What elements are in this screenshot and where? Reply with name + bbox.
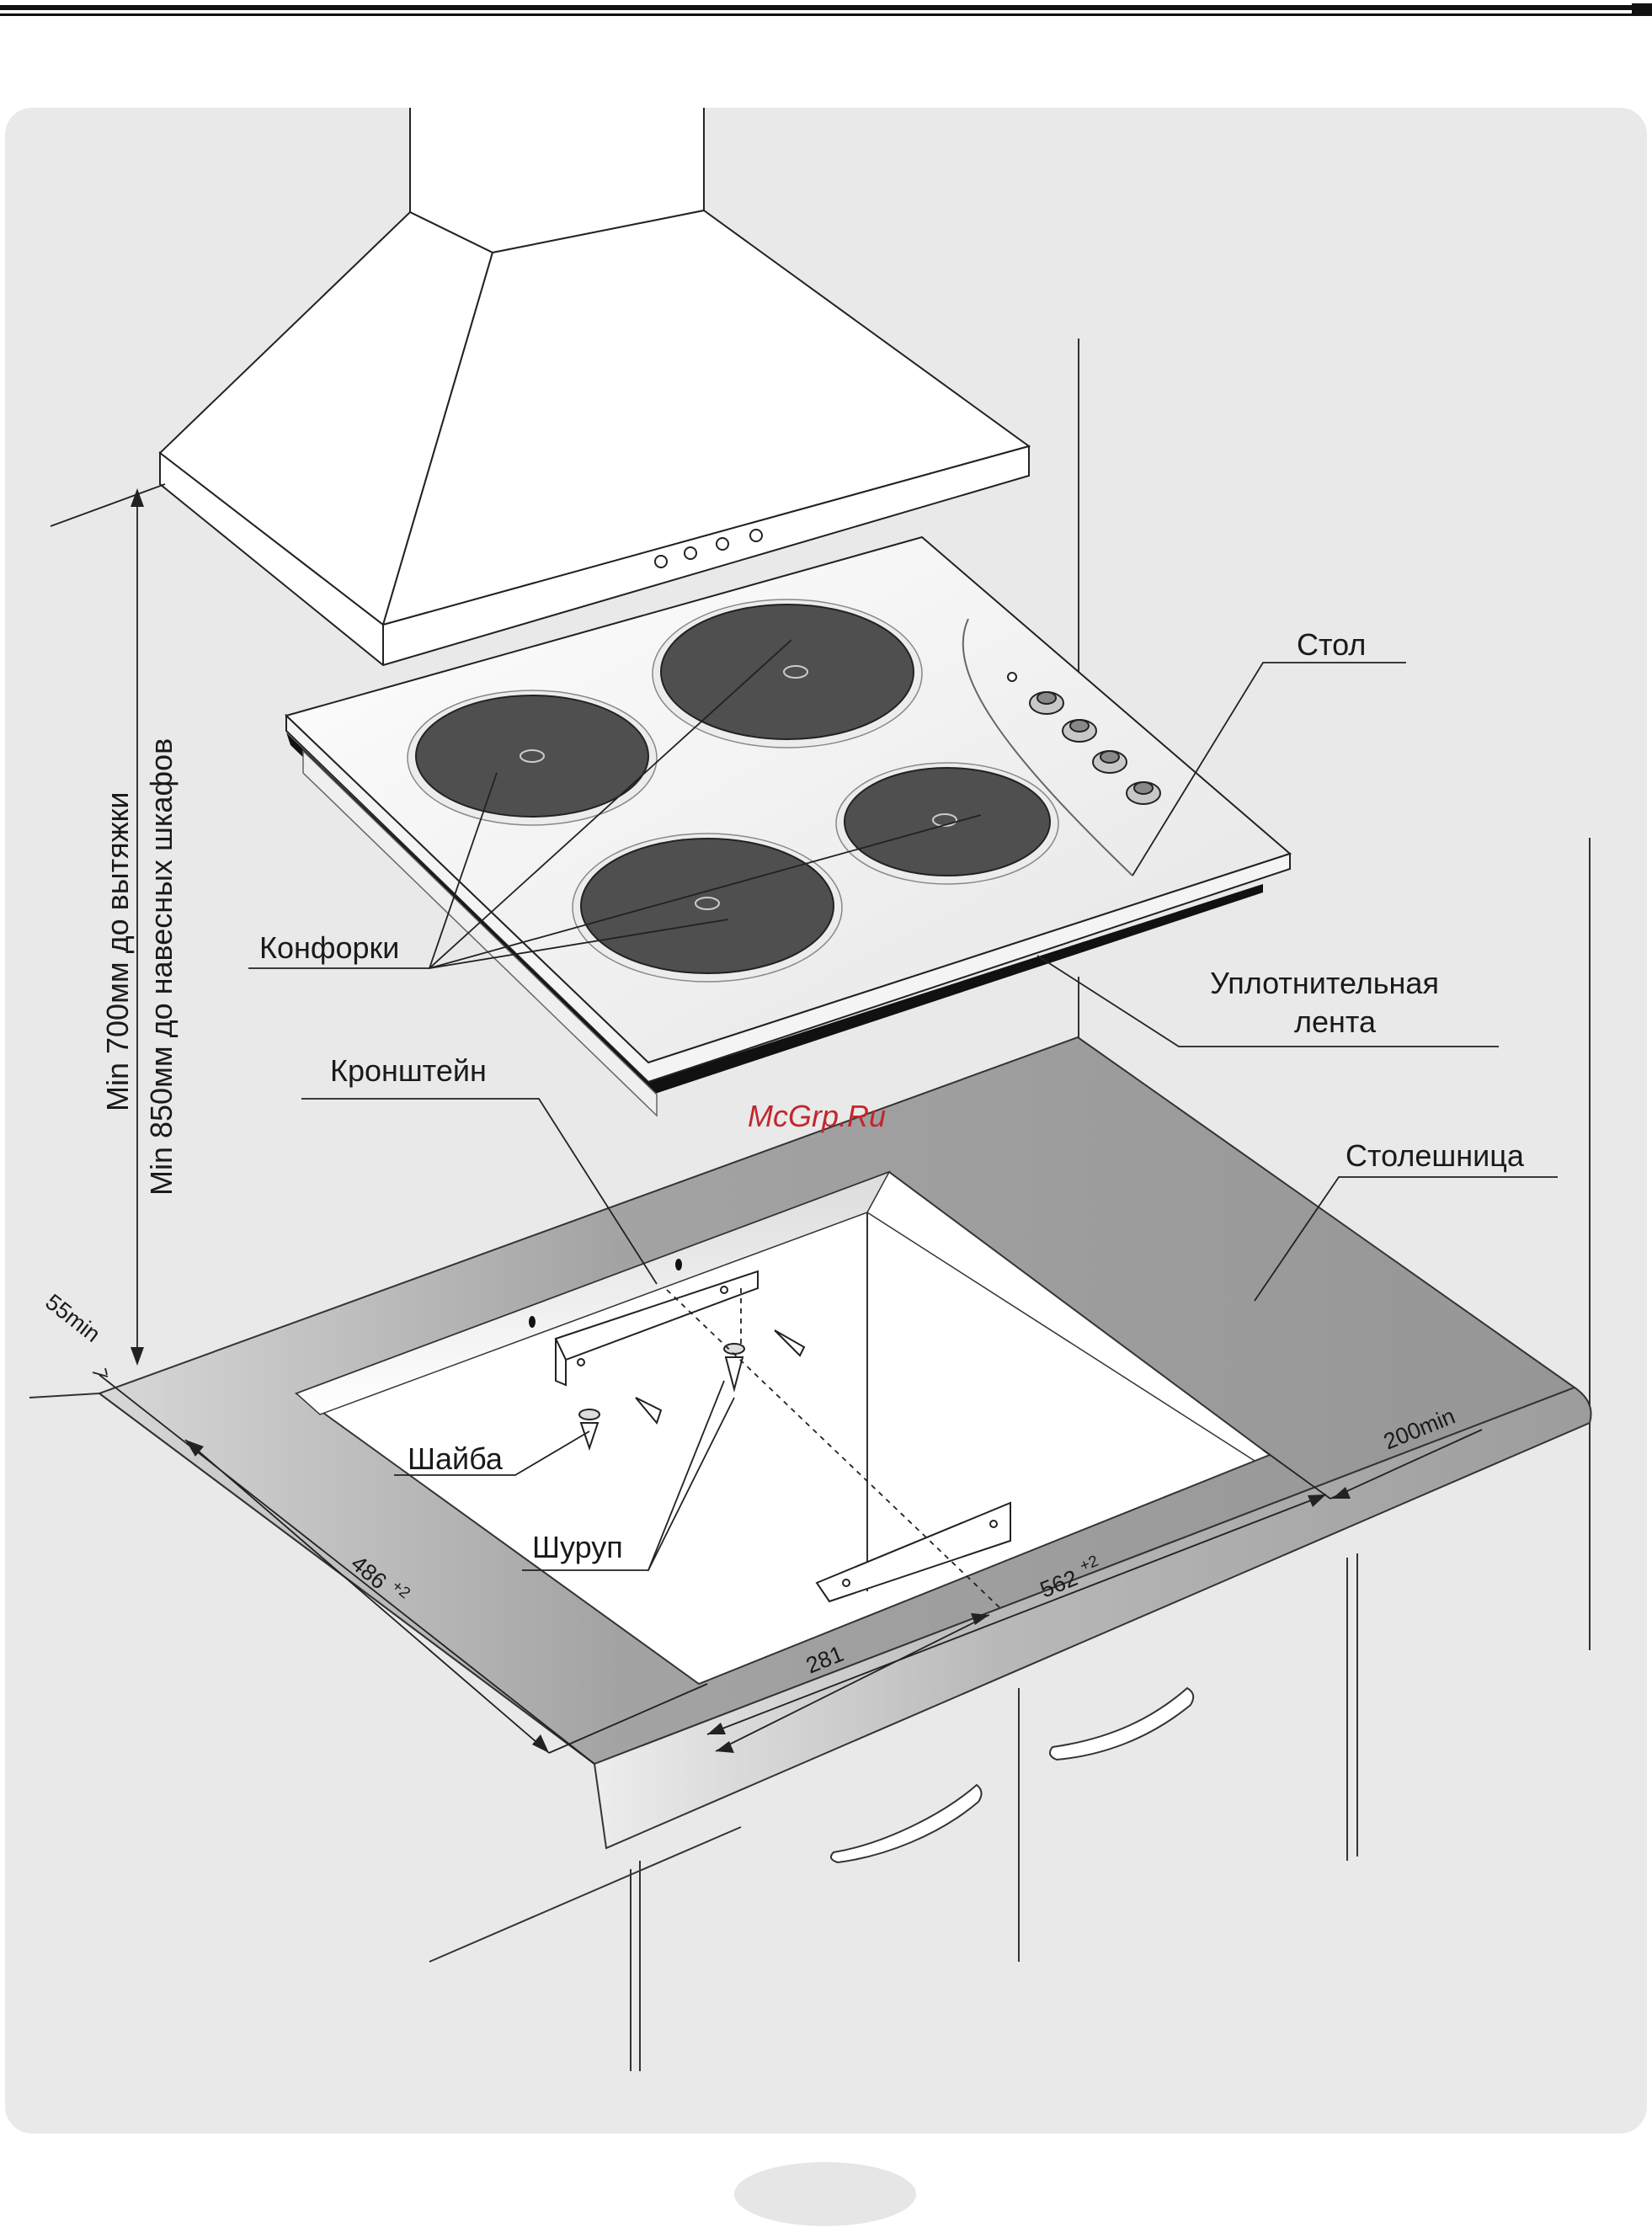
burner-front-right [836, 763, 1058, 884]
burner-rear-left [408, 690, 657, 825]
label-burners: Конфорки [259, 930, 399, 965]
watermark: McGrp.Ru [748, 1099, 886, 1133]
burner-front-left [573, 834, 842, 982]
label-seal-line1: Уплотнительная [1210, 966, 1439, 1000]
label-washer: Шайба [408, 1441, 504, 1476]
page-number-pill [734, 2162, 916, 2226]
label-seal-line2: лента [1294, 1004, 1377, 1039]
header-rules [0, 3, 1652, 16]
label-countertop: Столешница [1346, 1138, 1525, 1173]
label-screw: Шуруп [532, 1530, 623, 1564]
burner-rear-right [653, 599, 922, 748]
label-bracket: Кронштейн [330, 1053, 487, 1088]
label-hood-clearance: Min 700мм до вытяжки [100, 791, 135, 1111]
label-cabinet-clearance: Min 850мм до навесных шкафов [144, 738, 179, 1196]
label-table: Стол [1297, 627, 1366, 662]
